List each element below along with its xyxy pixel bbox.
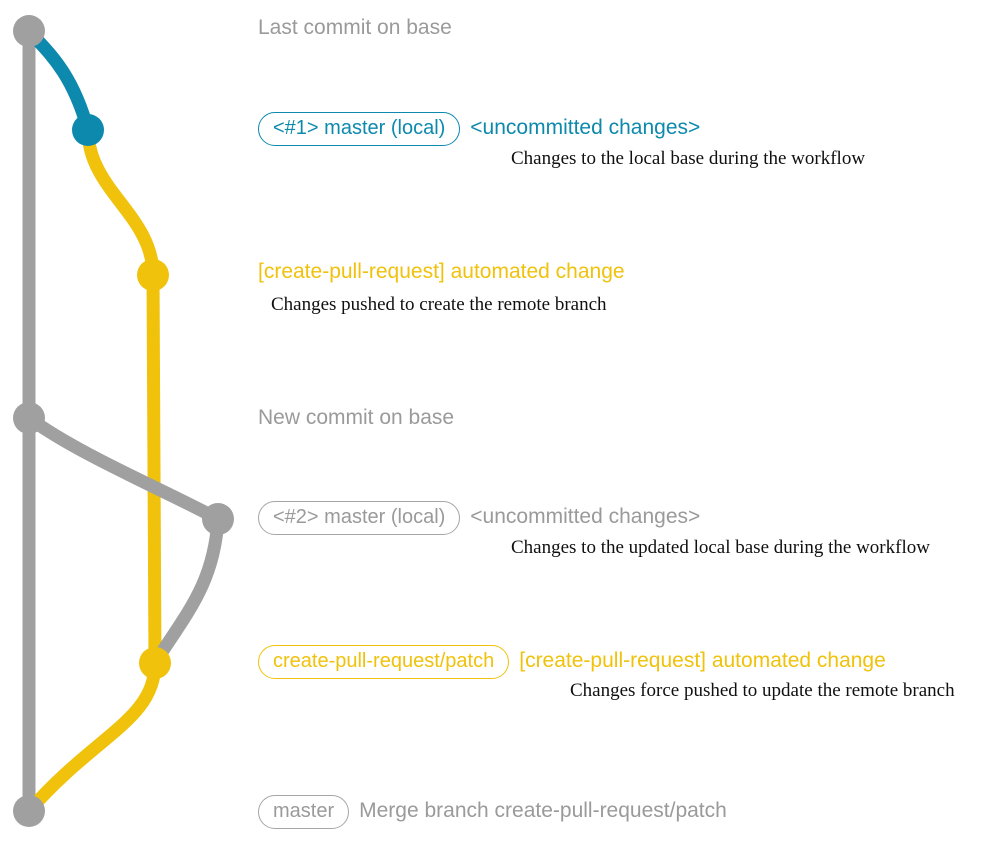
branch-badge-local-2[interactable]: <#2> master (local) [258,501,461,535]
commit-node-automated-change-1[interactable] [137,259,169,291]
commit-headline: Last commit on base [258,16,452,39]
commit-headline: <uncommitted changes> [470,116,701,139]
commit-headline: [create-pull-request] automated change [519,649,886,672]
commit-subtext-local-change-1: Changes to the local base during the wor… [511,148,866,169]
gray-edge-local2-to-auto2 [148,512,225,670]
branch-badge-master[interactable]: master [258,795,350,829]
commit-node-local-change-2[interactable] [202,503,234,535]
commit-row-last-commit-on-base: Last commit on base [258,17,452,39]
commit-node-merge-commit[interactable] [13,795,45,827]
branch-badge-local-1[interactable]: <#1> master (local) [258,112,461,146]
commit-subtext-automated-change-2: Changes force pushed to update the remot… [570,680,955,701]
commit-node-local-change-1[interactable] [72,114,104,146]
commit-row-new-commit-on-base: New commit on base [258,407,454,429]
commit-node-new-commit-on-base[interactable] [13,402,45,434]
commit-subtext-local-change-2: Changes to the updated local base during… [511,537,930,558]
gold-edge-local1-to-auto1 [81,123,160,282]
gold-edge-auto2-to-merge [22,656,162,818]
commit-row-automated-change-2: create-pull-request/patch [create-pull-r… [258,645,886,679]
gold-edge-auto1-to-auto2 [146,268,162,670]
branch-badge-create-pull-request-patch[interactable]: create-pull-request/patch [258,645,510,679]
commit-node-automated-change-2[interactable] [139,647,171,679]
commit-row-merge-commit: master Merge branch create-pull-request/… [258,795,727,829]
commit-row-local-change-2: <#2> master (local) <uncommitted changes… [258,501,700,535]
commit-headline: Merge branch create-pull-request/patch [359,799,727,822]
commit-row-automated-change-1: [create-pull-request] automated change [258,261,625,283]
commit-subtext-automated-change-1: Changes pushed to create the remote bran… [271,294,607,315]
commit-row-local-change-1: <#1> master (local) <uncommitted changes… [258,112,700,146]
commit-headline: [create-pull-request] automated change [258,260,625,283]
gray-edge-base-to-local2 [22,411,225,526]
commit-headline: New commit on base [258,406,455,429]
commit-node-last-commit-on-base[interactable] [13,15,45,47]
blue-edge-base-to-local1 [22,24,95,137]
commit-headline: <uncommitted changes> [470,505,701,528]
